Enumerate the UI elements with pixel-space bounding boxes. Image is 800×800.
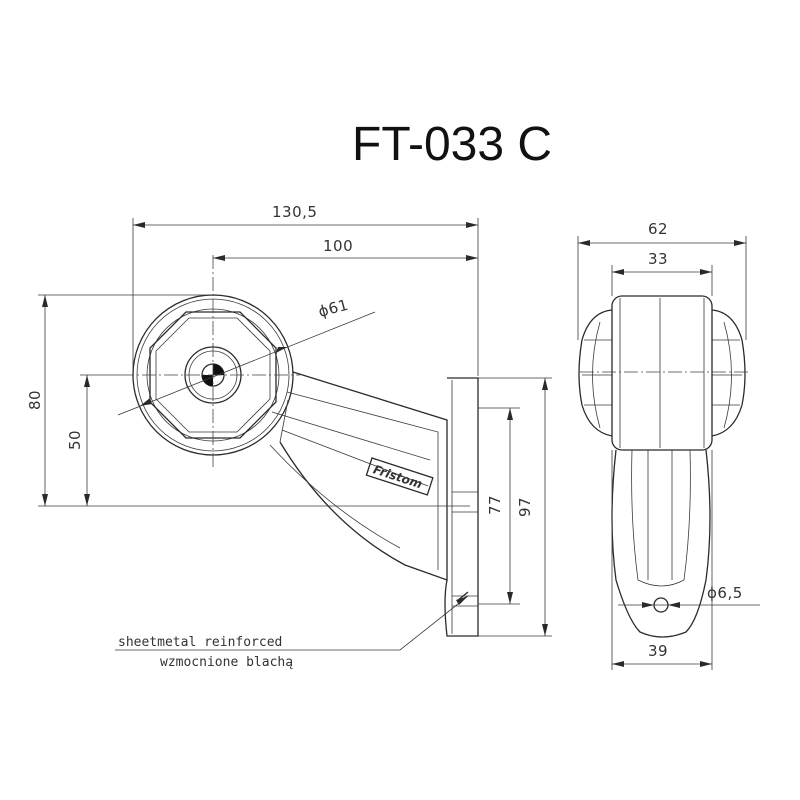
svg-text:97: 97: [516, 497, 534, 517]
dim-lens-diameter: ϕ61: [117, 296, 376, 416]
dim-overall-width: 130,5: [132, 203, 479, 376]
sheetmetal-note: sheetmetal reinforced wzmocnione blachą: [115, 595, 469, 670]
svg-text:33: 33: [648, 250, 668, 268]
dim-center-to-mount: 100: [213, 237, 478, 261]
svg-text:130,5: 130,5: [272, 203, 317, 221]
dim-center-height: 50: [66, 374, 120, 506]
dim-body-width: 33: [611, 250, 713, 296]
svg-text:100: 100: [323, 237, 353, 255]
dim-hole-diameter: ϕ6,5: [618, 584, 760, 608]
dim-total-height: 80: [26, 294, 470, 507]
dim-base-width: 39: [611, 450, 713, 670]
svg-text:77: 77: [486, 495, 504, 515]
side-view: [578, 295, 750, 638]
svg-text:50: 50: [66, 430, 84, 450]
dim-mount-height: 97: [478, 377, 552, 637]
svg-text:62: 62: [648, 220, 668, 238]
svg-text:80: 80: [26, 390, 44, 410]
brand-plate: Fristom: [365, 457, 434, 496]
svg-text:39: 39: [648, 642, 668, 660]
note-line-1: sheetmetal reinforced: [118, 635, 282, 650]
note-line-2: wzmocnione blachą: [160, 655, 293, 670]
dim-side-width: 62: [577, 220, 747, 340]
drawing-title: FT-033 C: [352, 118, 552, 171]
dim-mount-hole-spacing: 77: [478, 407, 520, 605]
svg-text:ϕ6,5: ϕ6,5: [707, 584, 743, 602]
svg-text:ϕ61: ϕ61: [316, 296, 350, 321]
front-view: Fristom: [120, 255, 479, 637]
